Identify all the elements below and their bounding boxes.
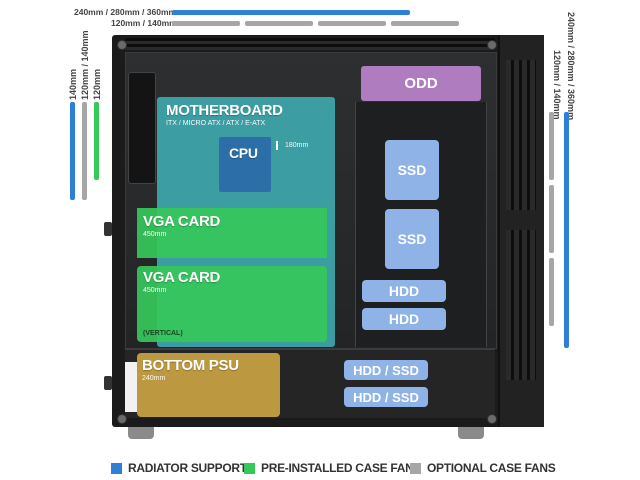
right-optional-label: 120mm / 140mm [552,50,562,120]
right-optional-bar-3 [549,258,554,326]
side-latch [104,376,112,390]
hdd-bay-1: HDD [362,280,446,302]
legend-radiator-swatch [111,462,122,474]
legend-preinstalled-swatch [244,462,255,474]
left-radiator-bar [70,102,75,200]
legend-radiator: RADIATOR SUPPORT [111,461,247,475]
top-optional-bar-4 [391,21,459,26]
top-optional-label: 120mm / 140mm [111,18,177,28]
vga-card-2-note: (VERTICAL) [143,330,183,337]
legend-radiator-label: RADIATOR SUPPORT [128,461,247,475]
hdd-ssd-slot-1: HDD / SSD [344,360,428,380]
hdd-bay-2: HDD [362,308,446,330]
odd-bay: ODD [361,66,481,101]
top-optional-bar-3 [318,21,386,26]
top-optional-bar-2 [245,21,313,26]
cpu-sub: 180mm [285,142,309,149]
vga-card-2-title: VGA CARD [143,269,221,286]
top-optional-bar-1 [172,21,240,26]
left-optional-label: 120mm / 140mm [80,30,90,100]
right-radiator-label: 240mm / 280mm / 360mm [566,12,576,121]
legend-optional-swatch [410,462,421,474]
case-foot-right [458,427,484,439]
top-vent [125,38,495,50]
vga-card-2-sub: 450mm [143,287,167,294]
legend-preinstalled: PRE-INSTALLED CASE FANS [244,461,422,475]
screw [117,414,127,424]
psu-rear-plate [125,362,137,412]
vga-card-1-zone [137,208,327,258]
front-vent-lower [506,230,536,380]
right-radiator-bar [564,112,569,348]
top-radiator-label: 240mm / 280mm / 360mm [74,7,177,17]
cpu-height-marker [276,141,278,150]
front-vent-upper [506,60,536,210]
left-preinstalled-label: 120mm [92,68,102,100]
ssd-slot-2: SSD [385,209,439,269]
bottom-psu-sub: 240mm [142,375,166,382]
motherboard-title: MOTHERBOARD [166,102,283,119]
vga-card-1-title: VGA CARD [143,213,221,230]
left-optional-bar [82,102,87,200]
rear-fan [128,72,156,184]
legend-preinstalled-label: PRE-INSTALLED CASE FANS [261,461,422,475]
cpu-zone [219,137,271,192]
screw [117,40,127,50]
bottom-psu-zone [137,353,280,417]
right-optional-bar-2 [549,185,554,253]
cpu-title: CPU [229,145,258,161]
left-preinstalled-bar [94,102,99,180]
hdd-ssd-slot-2: HDD / SSD [344,387,428,407]
side-latch [104,222,112,236]
bottom-psu-title: BOTTOM PSU [142,357,239,374]
vga-card-2-zone [137,266,327,342]
legend-optional-label: OPTIONAL CASE FANS [427,461,556,475]
vga-card-1-sub: 450mm [143,231,167,238]
case-foot-left [128,427,154,439]
screw [487,414,497,424]
screw [487,40,497,50]
top-radiator-bar [172,10,410,15]
ssd-slot-1: SSD [385,140,439,200]
legend-optional: OPTIONAL CASE FANS [410,461,556,475]
motherboard-sub: ITX / MICRO ATX / ATX / E-ATX [166,120,266,127]
left-radiator-label: 140mm [68,68,78,100]
right-optional-bar-1 [549,112,554,180]
